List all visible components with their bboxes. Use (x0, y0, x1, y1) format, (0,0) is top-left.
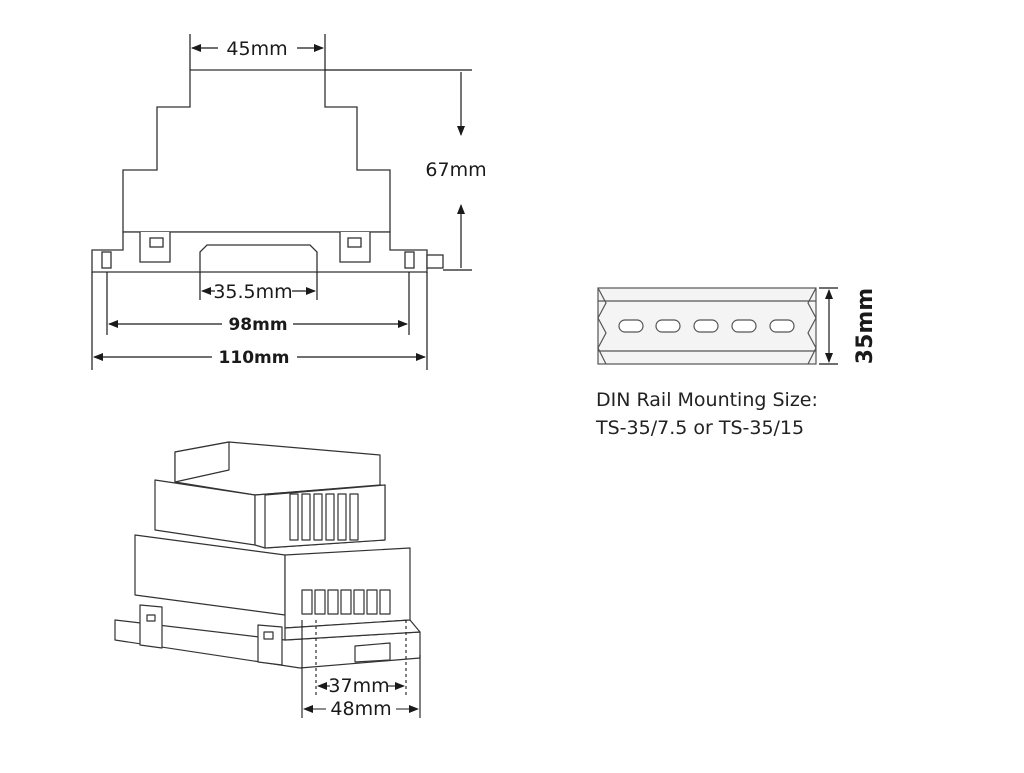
iso-left-clip (139, 604, 163, 649)
rail-slot-4 (731, 319, 757, 333)
rail-dimension (819, 287, 838, 365)
rail-caption: DIN Rail Mounting Size: TS-35/7.5 or TS-… (596, 386, 818, 442)
dim-rail-height: 35mm (853, 288, 878, 364)
vent-slots (289, 493, 359, 541)
left-clip-slot (149, 237, 164, 248)
front-dimensions (91, 34, 472, 370)
rail-slot (199, 244, 318, 272)
din-rail (597, 287, 817, 365)
left-screw (101, 251, 112, 269)
rail-slot-2 (655, 319, 681, 333)
dim-mount-holes: 98mm (228, 315, 287, 335)
dim-height: 67mm (425, 159, 486, 181)
right-clip-slot (347, 237, 362, 248)
rail-slot-3 (693, 319, 719, 333)
dim-total-width: 110mm (219, 348, 290, 368)
iso-view (114, 441, 421, 669)
dim-top-width: 45mm (226, 38, 287, 60)
rail-slot-5 (769, 319, 795, 333)
rail-caption-line2: TS-35/7.5 or TS-35/15 (596, 417, 805, 439)
dim-iso-inner: 37mm (328, 675, 389, 697)
housing-outline (122, 69, 391, 233)
right-screw (404, 251, 415, 269)
dim-iso-outer: 48mm (330, 698, 391, 720)
rail-caption-line1: DIN Rail Mounting Size: (596, 389, 818, 411)
right-release-tab (426, 254, 444, 269)
iso-front-clip (257, 624, 283, 666)
front-view (91, 69, 444, 273)
dim-rail-slot: 35.5mm (213, 281, 292, 303)
iso-dimensions (301, 620, 421, 718)
rail-slot-1 (618, 319, 644, 333)
terminal-block (301, 589, 391, 615)
